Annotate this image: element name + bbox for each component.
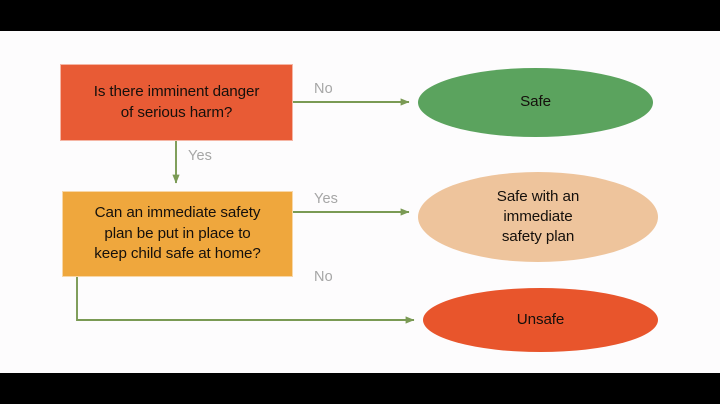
outcome-ellipse-safe-with-plan[interactable]: Safe with an immediate safety plan (418, 172, 658, 262)
decision-box-imminent-danger-label: Is there imminent danger of serious harm… (94, 82, 260, 123)
text-line-1: Can an immediate safety (94, 204, 261, 222)
outcome-ellipse-safe-with-plan-label: Safe with an immediate safety plan (497, 187, 579, 247)
edge-label-danger-yes: Yes (188, 148, 212, 164)
decision-box-safety-plan[interactable]: Can an immediate safety plan be put in p… (62, 191, 293, 277)
letterbox-bottom (0, 373, 720, 404)
text-line-2: of serious harm? (120, 103, 233, 121)
edge-label-plan-yes: Yes (314, 191, 338, 207)
decision-box-imminent-danger[interactable]: Is there imminent danger of serious harm… (60, 64, 293, 141)
edge-plan-no (76, 277, 415, 324)
text-line-1: Safe with an (496, 187, 580, 205)
letterbox-top (0, 0, 720, 31)
slide-canvas: Is there imminent danger of serious harm… (0, 31, 720, 373)
decision-box-safety-plan-label: Can an immediate safety plan be put in p… (94, 203, 261, 264)
edge-label-danger-no: No (314, 81, 333, 97)
outcome-ellipse-unsafe[interactable]: Unsafe (423, 288, 658, 352)
outcome-ellipse-safe-label: Safe (520, 93, 551, 111)
outcome-ellipse-safe[interactable]: Safe (418, 68, 653, 137)
outcome-ellipse-unsafe-label: Unsafe (516, 310, 565, 328)
edge-label-plan-no: No (314, 269, 333, 285)
text-line-2: immediate (503, 207, 573, 225)
text-line-2: plan be put in place to (104, 224, 251, 242)
text-line-3: keep child safe at home? (94, 245, 261, 263)
text-line-1: Is there imminent danger (93, 83, 260, 101)
text-line-3: safety plan (501, 228, 575, 246)
